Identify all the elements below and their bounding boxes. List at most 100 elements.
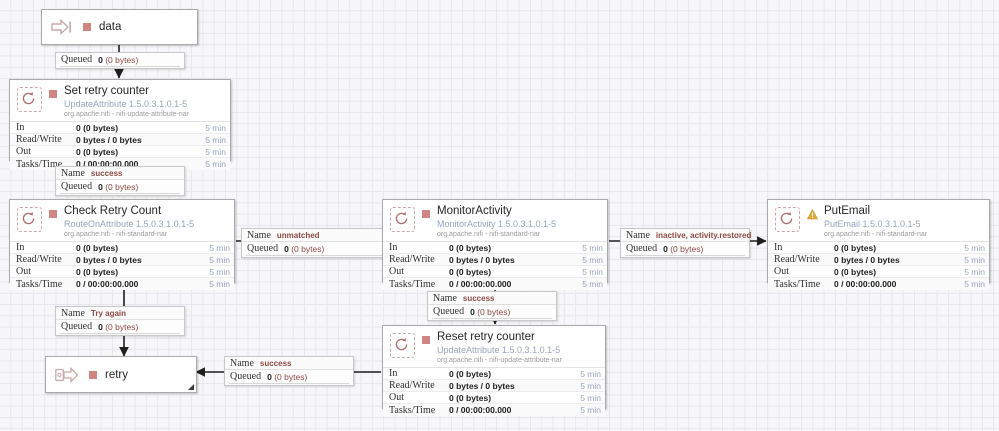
- name-label: Name: [433, 292, 457, 304]
- stat-value: 0 bytes / 0 bytes: [76, 134, 142, 145]
- connection-monitor-to-reset[interactable]: Name success Queued 0 (0 bytes): [427, 291, 557, 321]
- stat-value: 0 (0 bytes): [834, 266, 877, 277]
- stat-label: In: [16, 122, 25, 133]
- connection-footer: [60, 193, 180, 197]
- connection-monitor-to-putemail[interactable]: Name inactive, activity.restored Queued …: [620, 228, 751, 258]
- processor-stats: In 0 (0 bytes) 5 min Read/Write 0 bytes …: [383, 241, 607, 290]
- stat-label: In: [389, 242, 398, 253]
- processor-stats: In 0 (0 bytes) 5 min Read/Write 0 bytes …: [10, 121, 230, 170]
- processor-name: Check Retry Count: [64, 205, 162, 217]
- stat-timeframe: 5 min: [205, 134, 226, 145]
- stat-row-tasks-time: Tasks/Time 0 / 00:00:00.000 5 min: [383, 278, 607, 290]
- stat-timeframe: 5 min: [964, 254, 985, 265]
- queued-value: 0 (0 bytes): [98, 181, 139, 192]
- stat-label: Tasks/Time: [389, 404, 436, 416]
- stat-value: 0 / 00:00:00.000: [449, 279, 512, 289]
- processor-stats: In 0 (0 bytes) 5 min Read/Write 0 bytes …: [10, 241, 234, 290]
- processor-icon: [390, 207, 415, 232]
- stat-value: 0 (0 bytes): [834, 242, 877, 253]
- processor-reset-retry-counter[interactable]: Reset retry counter UpdateAttribute 1.5.…: [382, 325, 606, 416]
- stat-label: Out: [16, 266, 31, 277]
- stat-row-in: In 0 (0 bytes) 5 min: [10, 242, 234, 254]
- name-row: Name unmatched: [242, 229, 386, 242]
- stat-value: 0 (0 bytes): [449, 266, 492, 277]
- status-indicator-stopped: [422, 336, 430, 344]
- processor-set-retry-counter[interactable]: Set retry counter UpdateAttribute 1.5.0.…: [9, 79, 231, 170]
- status-indicator-stopped: [49, 210, 57, 218]
- stat-label: Read/Write: [16, 134, 62, 145]
- stat-label: Read/Write: [389, 254, 435, 265]
- stat-value: 0 (0 bytes): [449, 242, 492, 253]
- stat-label: Out: [16, 146, 31, 157]
- stat-value: 0 (0 bytes): [449, 392, 492, 403]
- stat-row-out: Out 0 (0 bytes) 5 min: [383, 266, 607, 278]
- queued-value: 0 (0 bytes): [267, 371, 308, 382]
- stat-row-tasks-time: Tasks/Time 0 / 00:00:00.000 5 min: [383, 404, 605, 416]
- input-port-icon: [51, 18, 73, 36]
- stat-row-tasks-time: Tasks/Time 0 / 00:00:00.000 5 min: [10, 278, 234, 290]
- stat-value: 0 / 00:00:00.000: [834, 279, 897, 289]
- connection-footer: [60, 66, 180, 70]
- processor-stats: In 0 (0 bytes) 5 min Read/Write 0 bytes …: [383, 367, 605, 416]
- processor-check-retry-count[interactable]: Check Retry Count RouteOnAttribute 1.5.0…: [9, 199, 235, 290]
- connection-data-to-set-retry-counter[interactable]: Queued 0 (0 bytes): [55, 52, 185, 69]
- stat-label: In: [774, 242, 783, 253]
- relationship-value: success: [462, 293, 495, 303]
- stat-timeframe: 5 min: [582, 254, 603, 265]
- status-indicator-stopped: [49, 90, 57, 98]
- connection-footer: [246, 255, 382, 259]
- stat-label: Out: [389, 266, 404, 277]
- queued-label: Queued: [230, 371, 262, 382]
- processor-put-email[interactable]: PutEmail PutEmail 1.5.0.3.1.0.1-5 org.ap…: [767, 199, 990, 290]
- connection-set-to-check[interactable]: Name success Queued 0 (0 bytes): [55, 166, 185, 196]
- resize-handle[interactable]: [188, 384, 194, 390]
- stat-value: 0 / 00:00:00.000: [76, 279, 139, 289]
- processor-type: RouteOnAttribute 1.5.0.3.1.0.1-5: [64, 218, 195, 229]
- stat-value: 0 (0 bytes): [76, 242, 119, 253]
- processor-type: UpdateAttribute 1.5.0.3.1.0.1-5: [437, 344, 561, 355]
- queued-label: Queued: [247, 243, 279, 254]
- stat-value: 0 / 00:00:00.000: [76, 159, 139, 169]
- output-port-retry[interactable]: retry: [45, 356, 197, 393]
- stat-row-read-write: Read/Write 0 bytes / 0 bytes 5 min: [10, 254, 234, 266]
- processor-header: Check Retry Count RouteOnAttribute 1.5.0…: [10, 200, 234, 241]
- processor-name: PutEmail: [824, 205, 871, 217]
- name-label: Name: [626, 229, 650, 241]
- relationship-value: success: [90, 168, 123, 178]
- processor-header: MonitorActivity MonitorActivity 1.5.0.3.…: [383, 200, 607, 241]
- stat-row-tasks-time: Tasks/Time 0 / 00:00:00.000 5 min: [768, 278, 989, 290]
- connection-check-to-monitor[interactable]: Name unmatched Queued 0 (0 bytes): [241, 228, 387, 258]
- output-port-icon: [55, 366, 79, 384]
- queued-value: 0 (0 bytes): [470, 306, 511, 317]
- stat-timeframe: 5 min: [205, 159, 226, 169]
- status-indicator: [89, 370, 97, 379]
- connection-footer: [229, 383, 349, 387]
- name-label: Name: [247, 229, 271, 241]
- stat-timeframe: 5 min: [205, 146, 226, 157]
- relationship-value: Try again: [90, 308, 127, 318]
- connection-check-to-retry[interactable]: Name Try again Queued 0 (0 bytes): [55, 306, 185, 336]
- stat-row-read-write: Read/Write 0 bytes / 0 bytes 5 min: [383, 380, 605, 392]
- stat-row-out: Out 0 (0 bytes) 5 min: [10, 146, 230, 158]
- queued-label: Queued: [626, 243, 658, 254]
- processor-bundle: org.apache.nifi - nifi-update-attribute-…: [437, 356, 562, 364]
- processor-monitor-activity[interactable]: MonitorActivity MonitorActivity 1.5.0.3.…: [382, 199, 608, 290]
- name-row: Name inactive, activity.restored: [621, 229, 751, 242]
- stat-label: Tasks/Time: [16, 278, 63, 290]
- name-row: Name success: [56, 167, 184, 180]
- stat-row-read-write: Read/Write 0 bytes / 0 bytes 5 min: [10, 134, 230, 146]
- processor-bundle: org.apache.nifi - nifi-standard-nar: [64, 230, 168, 238]
- connection-reset-to-retry[interactable]: Name success Queued 0 (0 bytes): [224, 356, 354, 386]
- stat-timeframe: 5 min: [209, 242, 230, 253]
- stat-label: Tasks/Time: [389, 278, 436, 290]
- stat-value: 0 bytes / 0 bytes: [834, 254, 900, 265]
- stat-timeframe: 5 min: [964, 242, 985, 253]
- processor-header: Set retry counter UpdateAttribute 1.5.0.…: [10, 80, 230, 121]
- queued-row: Queued 0 (0 bytes): [56, 53, 184, 66]
- input-port-data[interactable]: data: [41, 9, 198, 45]
- stat-label: Read/Write: [389, 380, 435, 391]
- queued-label: Queued: [61, 181, 93, 192]
- name-label: Name: [230, 357, 254, 369]
- stat-timeframe: 5 min: [209, 254, 230, 265]
